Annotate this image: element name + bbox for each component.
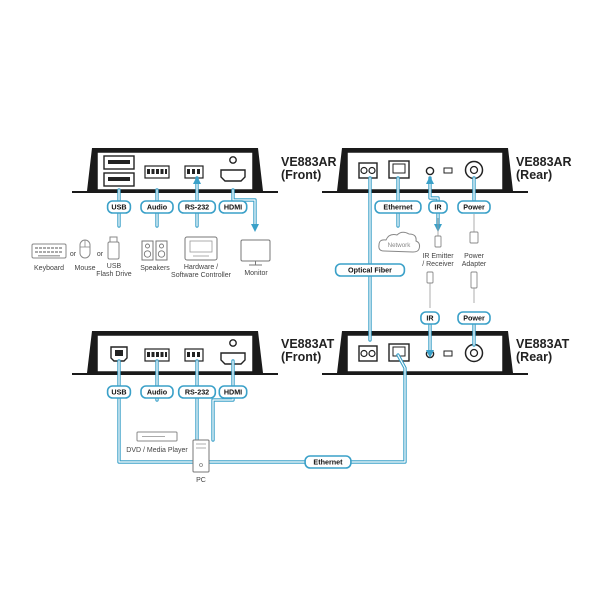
ir-tag-at: IR (420, 311, 440, 325)
ar-front-title: VE883AR(Front) (281, 155, 337, 182)
optical-fiber-tag: Optical Fiber (334, 263, 406, 277)
audio-tag-at-label: Audio (147, 388, 168, 397)
power-tag-ar: Power (457, 200, 491, 214)
power-tag-at-label: Power (463, 314, 485, 323)
pc-tower-icon (192, 439, 210, 473)
ve883at-front-unit (72, 331, 278, 375)
speakers-caption: Speakers (140, 265, 170, 272)
mouse-icon (79, 239, 91, 259)
monitor-caption: Monitor (244, 270, 268, 277)
controller-icon (184, 236, 218, 261)
audio-tag-at: Audio (140, 385, 174, 399)
hdmi-tag-ar-label: HDMI (224, 203, 242, 212)
speakers-icon (141, 240, 168, 261)
ar-rear-title: VE883AR(Rear) (516, 155, 572, 182)
or-caption-1: or (70, 251, 77, 258)
dvd-caption: DVD / Media Player (126, 447, 188, 454)
ve883ar-front-unit (72, 148, 278, 193)
ir-tag-ar-label: IR (434, 203, 442, 212)
ir-emitter-caption: IR Emitter/ Receiver (422, 253, 454, 268)
hdmi-tag-ar: HDMI (218, 200, 248, 214)
usb-flash-drive-icon (107, 236, 120, 260)
keyboard-icon (31, 243, 67, 259)
ve883at-rear-unit (322, 331, 528, 375)
ethernet-tag-ar: Ethernet (374, 200, 422, 214)
at-front-title: VE883AT(Front) (281, 337, 335, 364)
usb-tag-at-label: USB (111, 388, 126, 397)
rs232-tag-ar: RS-232 (177, 200, 217, 214)
controller-caption: Hardware /Software Controller (171, 264, 232, 279)
rs232-tag-ar-label: RS-232 (185, 203, 209, 212)
usb-tag-at: USB (106, 385, 132, 399)
audio-tag-ar: Audio (140, 200, 174, 214)
audio-tag-ar-label: Audio (147, 203, 168, 212)
mouse-caption: Mouse (74, 265, 95, 272)
at-rear-title: VE883AT(Rear) (516, 337, 570, 364)
network-cloud-icon (378, 231, 421, 253)
ir-tag-at-label: IR (426, 314, 434, 323)
power-tag-at: Power (457, 311, 491, 325)
rs232-tag-at: RS-232 (177, 385, 217, 399)
ethernet-tag-at: Ethernet (304, 455, 352, 469)
usb-tag-ar: USB (106, 200, 132, 214)
usb-tag-ar-label: USB (111, 203, 126, 212)
ve883ar-rear-unit (322, 148, 528, 193)
ethernet-tag-at-label: Ethernet (313, 458, 343, 467)
hdmi-tag-at-label: HDMI (224, 388, 242, 397)
power-tag-ar-label: Power (463, 203, 485, 212)
optical-fiber-tag-label: Optical Fiber (348, 266, 392, 275)
monitor-icon (240, 239, 271, 266)
dvd-player-icon (136, 431, 178, 442)
or-caption-2: or (97, 251, 104, 258)
ir-tag-ar: IR (428, 200, 448, 214)
pc-caption: PC (196, 477, 206, 484)
ir-emitter-receiver-icon (426, 218, 442, 308)
ethernet-tag-ar-label: Ethernet (383, 203, 413, 212)
rs232-tag-at-label: RS-232 (185, 388, 209, 397)
network-caption: Network (388, 242, 412, 249)
keyboard-caption: Keyboard (34, 265, 64, 272)
power-adapter-icon (469, 214, 479, 303)
hdmi-tag-at: HDMI (218, 385, 248, 399)
